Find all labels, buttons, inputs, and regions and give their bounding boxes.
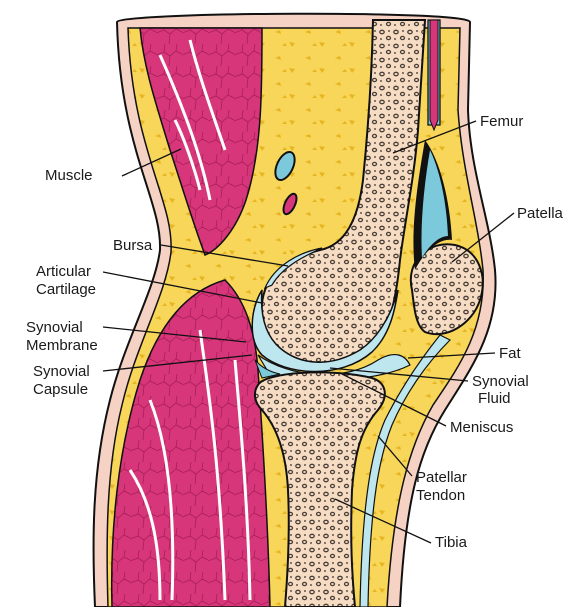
label-femur: Femur [480,113,523,130]
label-muscle: Muscle [45,167,93,184]
label-patella: Patella [517,205,564,222]
label-articular-cartilage-2: Cartilage [36,281,96,298]
label-synovial-fluid-2: Fluid [478,390,511,407]
label-synovial-membrane-1: Synovial [26,319,83,336]
label-meniscus: Meniscus [450,419,513,436]
label-fat: Fat [499,345,522,362]
label-tibia: Tibia [435,534,468,551]
label-synovial-fluid-1: Synovial [472,373,529,390]
label-articular-cartilage-1: Articular [36,263,91,280]
label-patellar-tendon-1: Patellar [416,469,467,486]
label-synovial-capsule-1: Synovial [33,363,90,380]
label-synovial-capsule-2: Capsule [33,381,88,398]
label-bursa: Bursa [113,237,153,254]
label-synovial-membrane-2: Membrane [26,337,98,354]
label-patellar-tendon-2: Tendon [416,487,465,504]
